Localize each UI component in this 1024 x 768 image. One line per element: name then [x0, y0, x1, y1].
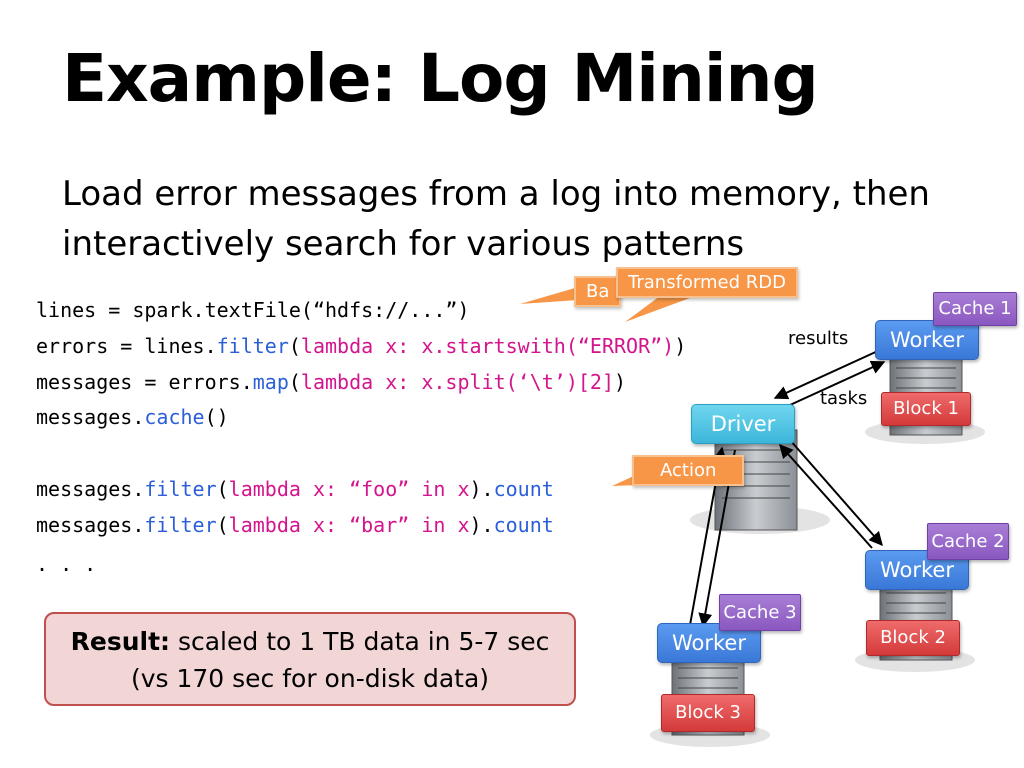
block2-box: Block 2 — [866, 620, 960, 656]
base-rdd-pointer — [520, 288, 578, 304]
base-rdd-callout: Ba — [574, 276, 622, 307]
code-text: messages. — [36, 513, 145, 537]
transformed-rdd-pointer — [625, 296, 690, 322]
code-line-4: messages.cache() — [36, 405, 229, 429]
code-argument: lambda x: “foo” in x — [228, 477, 470, 501]
worker2-results-arrow — [779, 443, 873, 549]
tasks-label: tasks — [820, 388, 868, 409]
code-line-6: messages.filter(lambda x: “bar” in x).co… — [36, 513, 554, 537]
subtitle-line-1: Load error messages from a log into memo… — [62, 174, 930, 214]
block3-box: Block 3 — [661, 694, 755, 732]
code-argument: lambda x: “bar” in x — [228, 513, 470, 537]
code-text: ( — [288, 370, 301, 394]
block1-box: Block 1 — [881, 392, 971, 426]
action-pointer — [612, 475, 638, 486]
result-box: Result: scaled to 1 TB data in 5-7 sec (… — [44, 612, 576, 706]
code-text: ( — [288, 334, 301, 358]
code-keyword: filter — [144, 513, 217, 537]
tasks-arrow — [789, 360, 886, 406]
code-keyword: map — [252, 370, 289, 394]
cache2-box: Cache 2 — [927, 523, 1009, 560]
code-keyword: filter — [144, 477, 217, 501]
code-text: messages = errors. — [36, 370, 253, 394]
code-line-3: messages = errors.map(lambda x: x.split(… — [36, 370, 626, 394]
worker2-box: Worker — [865, 550, 969, 590]
subtitle-line-2: interactively search for various pattern… — [62, 224, 745, 264]
code-ellipsis: . . . — [36, 552, 97, 576]
code-text: messages. — [36, 405, 145, 429]
code-keyword: count — [493, 477, 554, 501]
worker1-box: Worker — [875, 320, 979, 360]
cache1-box: Cache 1 — [933, 292, 1017, 326]
result-line-1: Result: scaled to 1 TB data in 5-7 sec — [46, 623, 574, 660]
code-text: ) — [674, 334, 687, 358]
code-text: () — [204, 405, 229, 429]
code-keyword: cache — [144, 405, 205, 429]
code-line-5: messages.filter(lambda x: “foo” in x).co… — [36, 477, 554, 501]
code-argument: lambda x: x.split(‘\t’)[2] — [300, 370, 614, 394]
code-keyword: filter — [216, 334, 289, 358]
code-line-1: lines = spark.textFile(“hdfs://...”) — [36, 298, 470, 322]
code-text: errors = lines. — [36, 334, 217, 358]
action-callout: Action — [632, 455, 745, 486]
results-label: results — [788, 328, 849, 349]
result-bold-label: Result: — [70, 627, 171, 656]
worker2-tasks-arrow — [789, 439, 883, 547]
transformed-rdd-callout: Transformed RDD — [616, 267, 798, 298]
code-text: ) — [614, 370, 627, 394]
code-text: ( — [216, 513, 229, 537]
result-text-1: scaled to 1 TB data in 5-7 sec — [170, 627, 550, 656]
cache3-box: Cache 3 — [719, 594, 801, 631]
code-text: messages. — [36, 477, 145, 501]
driver-box: Driver — [691, 404, 795, 444]
result-line-2: (vs 170 sec for on-disk data) — [130, 664, 490, 693]
code-text: ). — [469, 477, 494, 501]
results-arrow — [773, 349, 881, 400]
code-keyword: count — [493, 513, 554, 537]
code-argument: lambda x: x.startswith(“ERROR”) — [300, 334, 675, 358]
slide-title: Example: Log Mining — [62, 40, 819, 117]
code-text: ). — [469, 513, 494, 537]
code-line-2: errors = lines.filter(lambda x: x.starts… — [36, 334, 686, 358]
code-text: ( — [216, 477, 229, 501]
